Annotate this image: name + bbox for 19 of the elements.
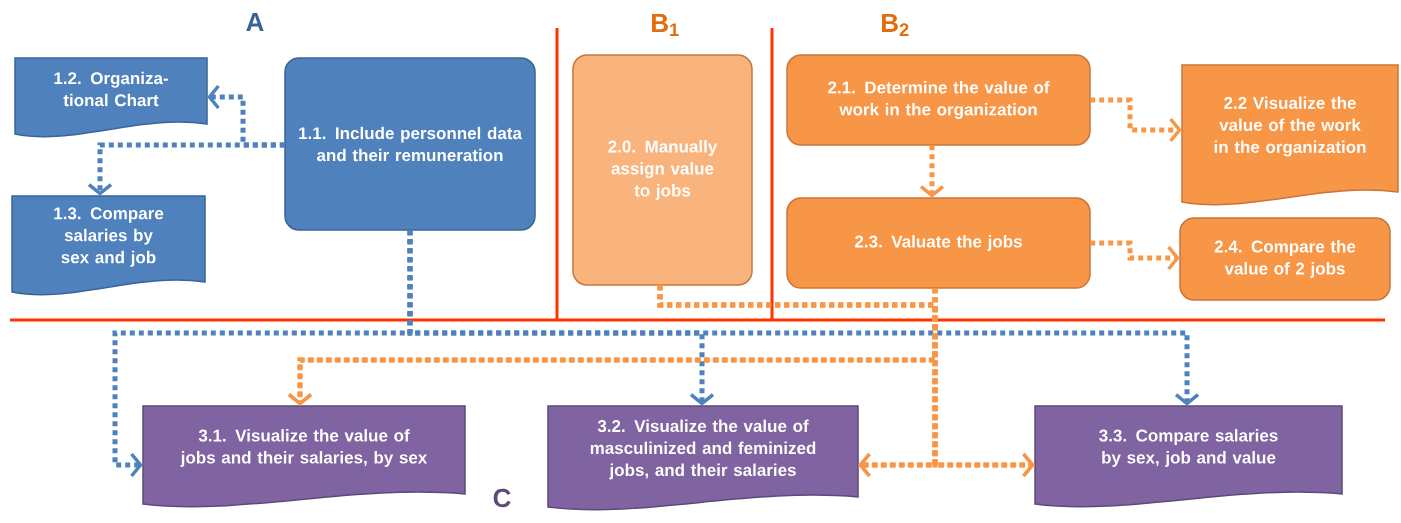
process-box: 1.1. Include personnel data and their remuneration [284,57,536,231]
arrow [1090,97,1182,143]
document-box: 1.3. Compare salaries by sex and job [11,195,206,296]
document-box: 3.1. Visualize the value of jobs and their salaries, by sex [142,405,466,508]
arrow [407,230,1200,406]
process-box: 2.0. Manually assign value to jobs [572,54,753,286]
document-box: 2.2 Visualize the value of the work in the organization [1181,64,1399,206]
document-box: 3.2. Visualize the value of masculinized and feminized jobs, and their salaries [547,405,859,511]
arrow [1090,240,1180,271]
process-box: 2.1. Determine the value of work in the organization [786,54,1091,146]
document-box: 1.2. Organiza-tional Chart [14,57,208,138]
arrow [87,142,285,196]
arrow [932,288,1035,478]
section-letter: C [493,488,511,508]
process-box: 2.4. Compare the value of 2 jobs [1179,217,1391,301]
arrow [919,145,945,198]
document-box: 3.3. Compare salaries by sex, job and value [1034,405,1343,508]
process-box: 2.3. Valuate the jobs [786,197,1091,289]
section-letter: A [246,13,264,31]
